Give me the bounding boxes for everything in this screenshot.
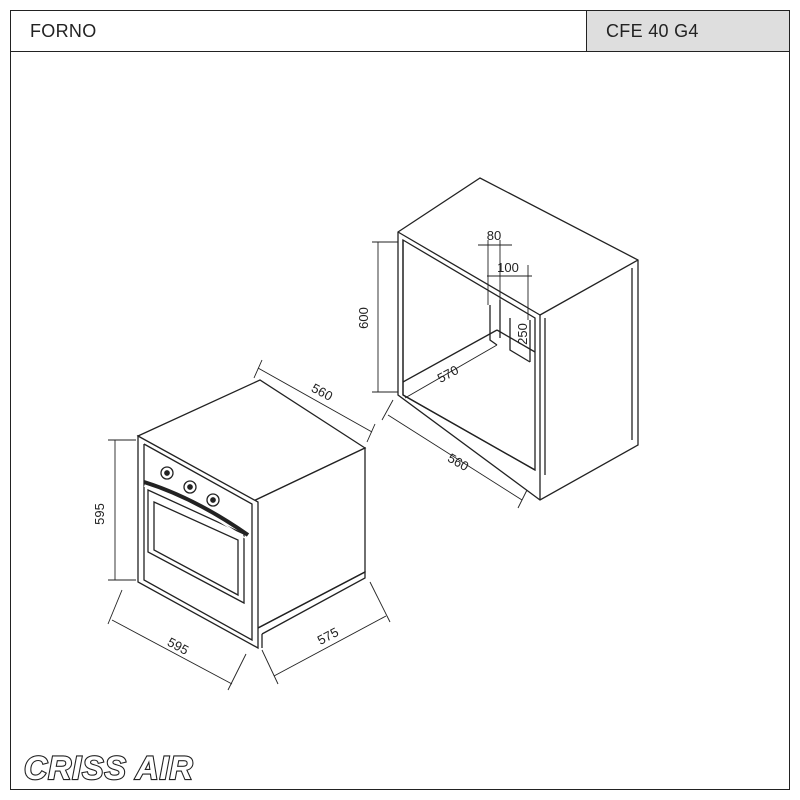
opening-250-label: 250 bbox=[515, 323, 530, 345]
title-block: FORNO CFE 40 G4 bbox=[11, 11, 789, 52]
oven-width-label: 595 bbox=[165, 634, 191, 657]
oven-knobs bbox=[160, 466, 220, 507]
oven-depth-top-label: 560 bbox=[309, 380, 335, 403]
product-type-label: FORNO bbox=[30, 20, 97, 41]
brand-logo-text: CRISS AIR bbox=[24, 750, 194, 786]
cabinet-dimension-lines bbox=[372, 240, 536, 509]
model-label: CFE 40 G4 bbox=[586, 11, 789, 51]
oven-depth-body-label: 575 bbox=[315, 624, 341, 647]
cabinet-drawing bbox=[397, 177, 639, 501]
opening-100-label: 100 bbox=[497, 260, 519, 275]
oven-drawing bbox=[136, 379, 367, 650]
dim-line-595-width bbox=[111, 619, 233, 685]
dim-line-560-cabinet bbox=[387, 414, 523, 501]
opening-80-label: 80 bbox=[487, 228, 501, 243]
dim-line-570 bbox=[404, 344, 498, 399]
drawing-frame: FORNO CFE 40 G4 bbox=[10, 10, 790, 790]
cabinet-height-label: 600 bbox=[356, 307, 371, 329]
oven-dimension-lines bbox=[107, 359, 391, 691]
dim-line-575 bbox=[273, 615, 387, 677]
dim-line-560-oven bbox=[257, 367, 373, 433]
criss-air-logo: CRISS AIR bbox=[23, 749, 194, 787]
oven-height-label: 595 bbox=[92, 503, 107, 525]
